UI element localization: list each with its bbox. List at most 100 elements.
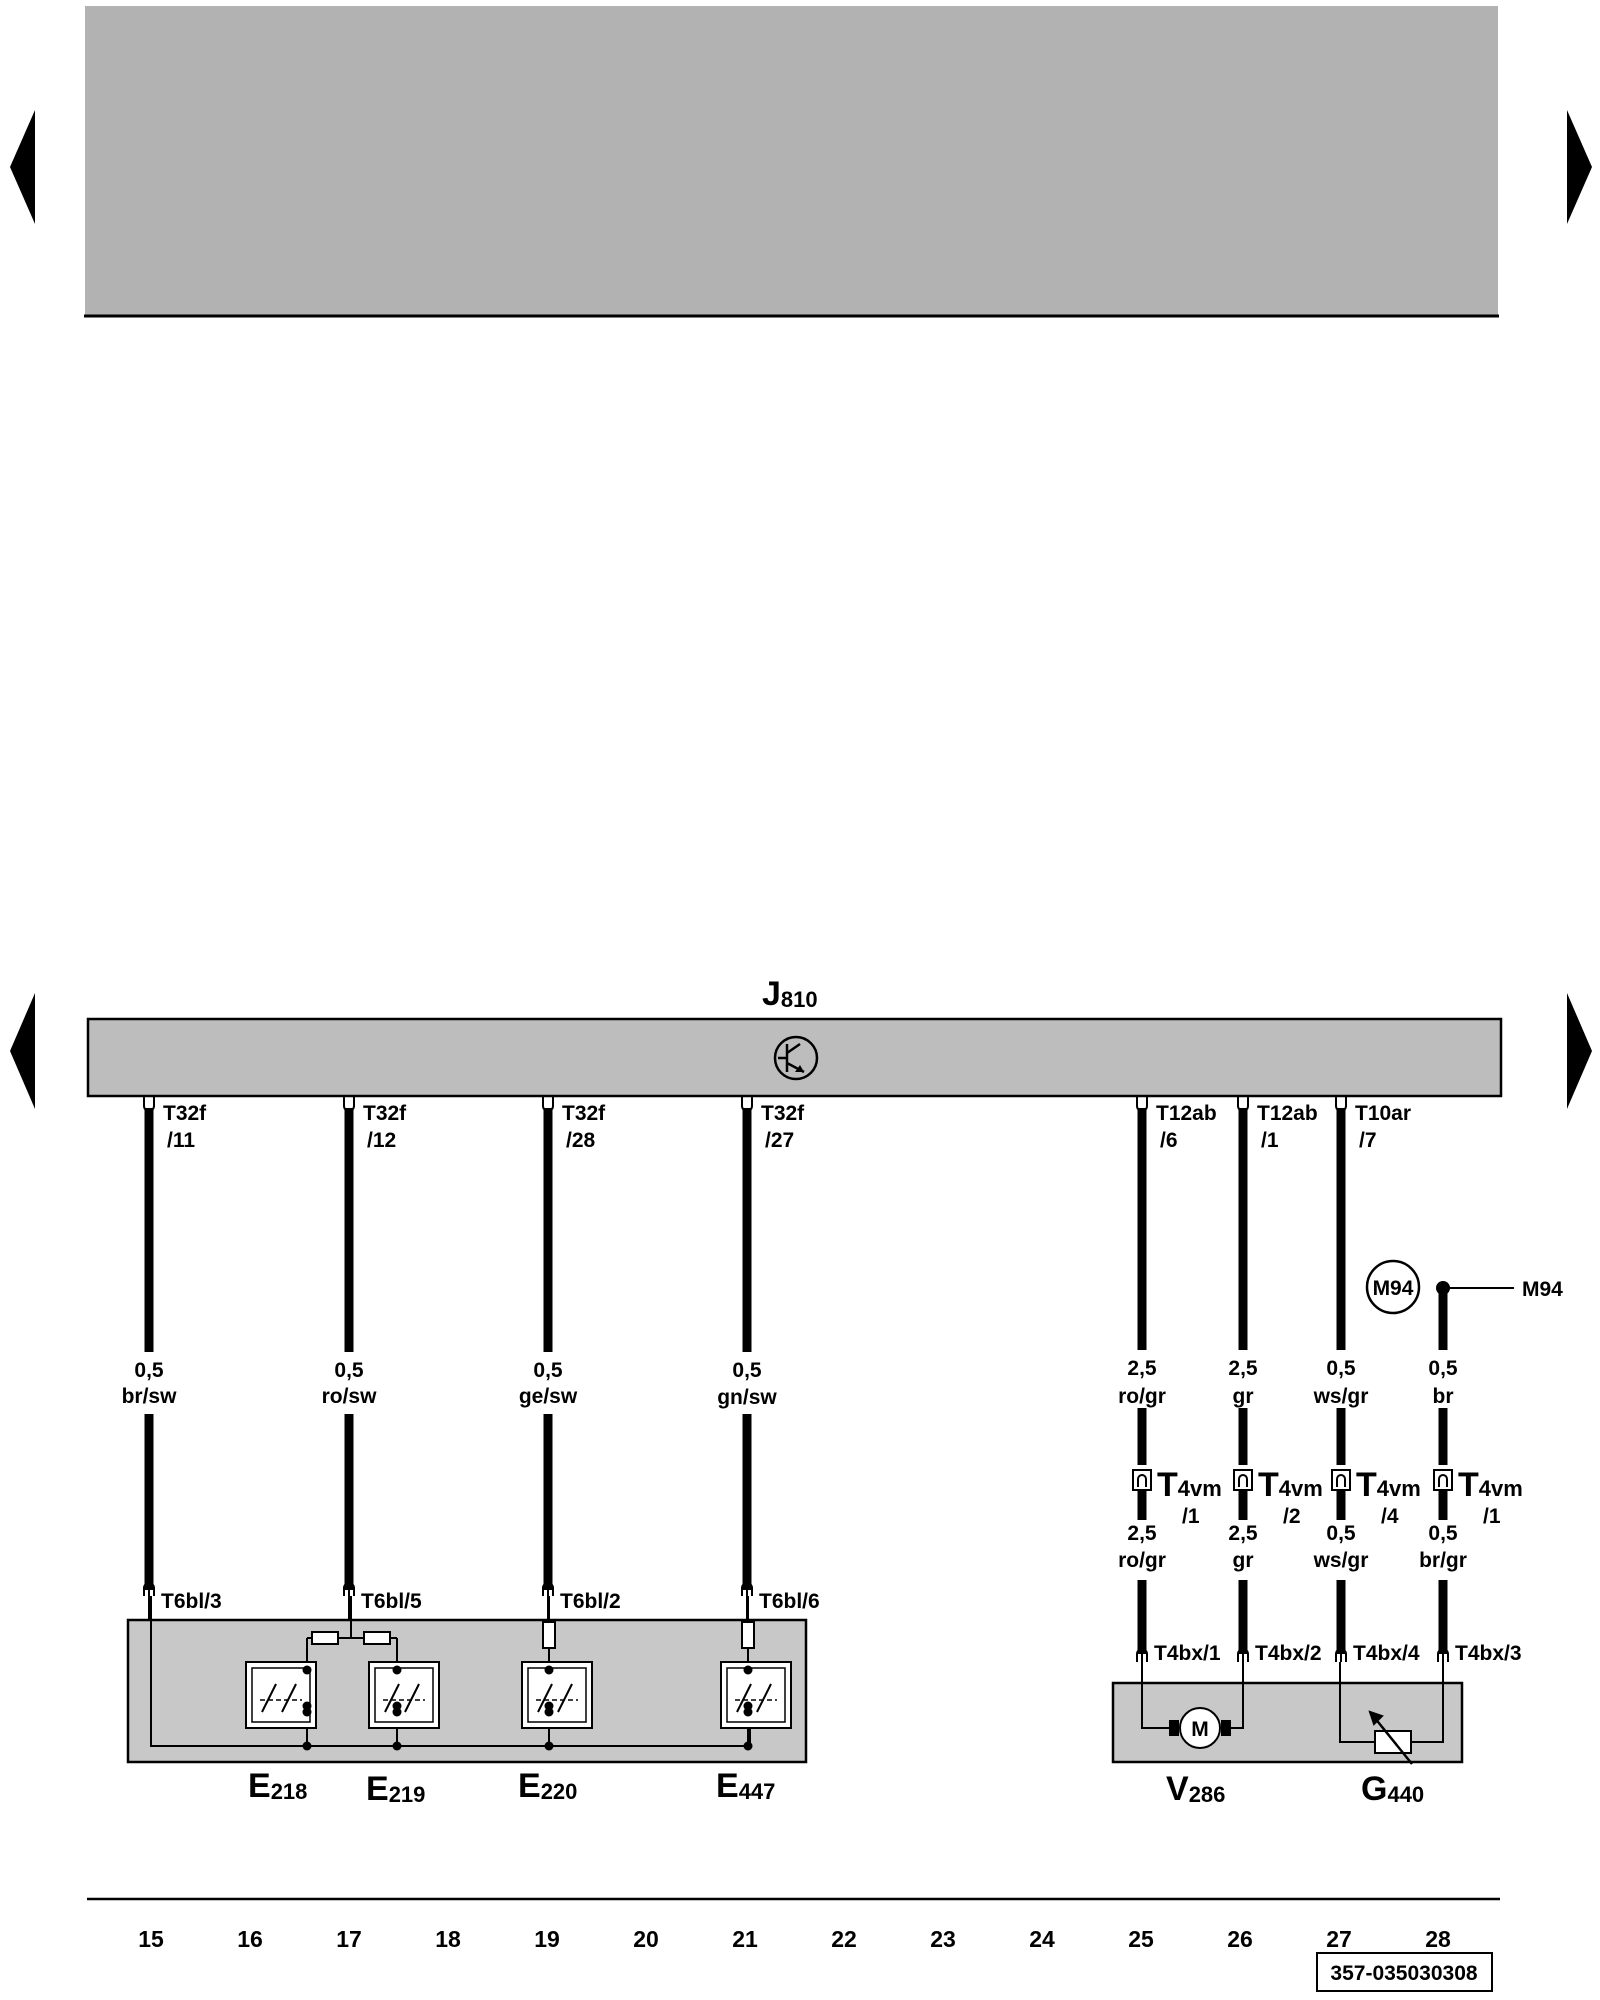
wire-size: 0,5 xyxy=(1428,1357,1458,1380)
inline-connector-icon xyxy=(1233,1469,1253,1491)
reference-number: 357-035030308 xyxy=(1330,1962,1477,1985)
inline-connector-pin: /4 xyxy=(1381,1505,1399,1528)
ground-point-circle xyxy=(1365,1259,1421,1315)
switch-icon xyxy=(245,1661,317,1751)
resistor-network xyxy=(306,1596,755,1662)
wire-color-2: ro/gr xyxy=(1118,1549,1166,1572)
wire-size: 2,5 xyxy=(1127,1357,1157,1380)
connector-label: T32f xyxy=(761,1102,805,1125)
reference-box xyxy=(1316,1952,1493,1992)
inline-connector-pin: /2 xyxy=(1283,1505,1301,1528)
ground-point-label: M94 xyxy=(1373,1277,1414,1300)
grid-number: 21 xyxy=(732,1926,758,1952)
wire-color: gn/sw xyxy=(717,1386,777,1409)
component-e220-label: E220 xyxy=(518,1767,577,1805)
inline-connector-label: T4vm xyxy=(1157,1466,1222,1504)
switch-common-line xyxy=(150,1596,751,1747)
wire-size: 0,5 xyxy=(334,1359,364,1382)
wire-size-2: 0,5 xyxy=(1326,1522,1356,1545)
potentiometer-icon xyxy=(1339,1662,1444,1765)
next-page-icon[interactable] xyxy=(1567,110,1592,224)
pin-icon xyxy=(1237,1096,1249,1112)
grid-number: 17 xyxy=(336,1926,362,1952)
component-v286-label: V286 xyxy=(1166,1770,1225,1808)
control-unit-j810 xyxy=(86,1017,1503,1098)
connector-pin: /1 xyxy=(1261,1129,1279,1152)
inline-connector-label: T4vm xyxy=(1356,1466,1421,1504)
wire-size: 2,5 xyxy=(1228,1357,1258,1380)
wire-size: 0,5 xyxy=(732,1359,762,1382)
wire-size-2: 2,5 xyxy=(1127,1522,1157,1545)
connector-label: T32f xyxy=(163,1102,207,1125)
next-section-icon[interactable] xyxy=(1567,993,1592,1109)
wire-color-2: gr xyxy=(1233,1549,1254,1572)
wire-color: gr xyxy=(1233,1385,1254,1408)
connector-pin: /11 xyxy=(167,1129,195,1152)
bottom-connector-label: T6bl/2 xyxy=(560,1590,621,1613)
inline-connector-pin: /1 xyxy=(1182,1505,1200,1528)
grid-number: 22 xyxy=(831,1926,857,1952)
connector-label: T32f xyxy=(562,1102,606,1125)
wire-color: ro/gr xyxy=(1118,1385,1166,1408)
pin-icon xyxy=(143,1096,155,1112)
grid-number: 26 xyxy=(1227,1926,1253,1952)
wire-color-2: ws/gr xyxy=(1313,1549,1369,1572)
motor-icon xyxy=(1141,1662,1244,1749)
connector-pin: /7 xyxy=(1359,1129,1377,1152)
bottom-connector-label: T4bx/4 xyxy=(1353,1642,1420,1665)
wire-color: ws/gr xyxy=(1313,1385,1369,1408)
connector-label: T32f xyxy=(363,1102,407,1125)
wire-size: 0,5 xyxy=(533,1359,563,1382)
pin-icon xyxy=(542,1096,554,1112)
inline-connector-label: T4vm xyxy=(1458,1466,1523,1504)
wire-color-2: br/gr xyxy=(1419,1549,1467,1572)
wire-color: br xyxy=(1433,1385,1454,1408)
bottom-connector-label: T6bl/3 xyxy=(161,1590,222,1613)
motor-symbol: M xyxy=(1191,1718,1209,1741)
grid-number: 28 xyxy=(1425,1926,1451,1952)
grid-number: 15 xyxy=(138,1926,164,1952)
grid-number: 23 xyxy=(930,1926,956,1952)
connector-pin: /27 xyxy=(765,1129,794,1152)
bottom-connector-label: T6bl/5 xyxy=(361,1590,422,1613)
grid-number: 27 xyxy=(1326,1926,1352,1952)
wire-color: ro/sw xyxy=(322,1385,378,1408)
prev-page-icon[interactable] xyxy=(10,110,35,224)
inline-connector-label: T4vm xyxy=(1258,1466,1323,1504)
pin-icon xyxy=(1136,1096,1148,1112)
pin-icon xyxy=(741,1096,753,1112)
grid-number: 16 xyxy=(237,1926,263,1952)
bottom-connector-label: T4bx/3 xyxy=(1455,1642,1522,1665)
grid-number: 18 xyxy=(435,1926,461,1952)
connector-pin: /28 xyxy=(566,1129,596,1152)
ground-line-label: M94 xyxy=(1522,1278,1563,1301)
transistor-icon xyxy=(773,1035,819,1081)
switch-icon xyxy=(368,1661,440,1751)
control-unit-label: J810 xyxy=(762,975,818,1013)
wire-size: 0,5 xyxy=(1326,1357,1356,1380)
wire-size-2: 0,5 xyxy=(1428,1522,1458,1545)
prev-section-icon[interactable] xyxy=(10,993,35,1109)
grid-number: 20 xyxy=(633,1926,659,1952)
wire-color: br/sw xyxy=(122,1385,178,1408)
grid-number: 24 xyxy=(1029,1926,1055,1952)
grid-number: 25 xyxy=(1128,1926,1154,1952)
bottom-connector-label: T6bl/6 xyxy=(759,1590,820,1613)
switch-icon xyxy=(521,1661,593,1751)
pin-icon xyxy=(343,1096,355,1112)
pin-icon xyxy=(1335,1096,1347,1112)
wire-size-2: 2,5 xyxy=(1228,1522,1258,1545)
wire-color: ge/sw xyxy=(519,1385,578,1408)
inline-connector-pin: /1 xyxy=(1483,1505,1501,1528)
connector-label: T12ab xyxy=(1257,1102,1318,1125)
bottom-connector-label: T4bx/2 xyxy=(1255,1642,1322,1665)
inline-connector-icon xyxy=(1433,1469,1453,1491)
connector-label: T10ar xyxy=(1355,1102,1411,1125)
